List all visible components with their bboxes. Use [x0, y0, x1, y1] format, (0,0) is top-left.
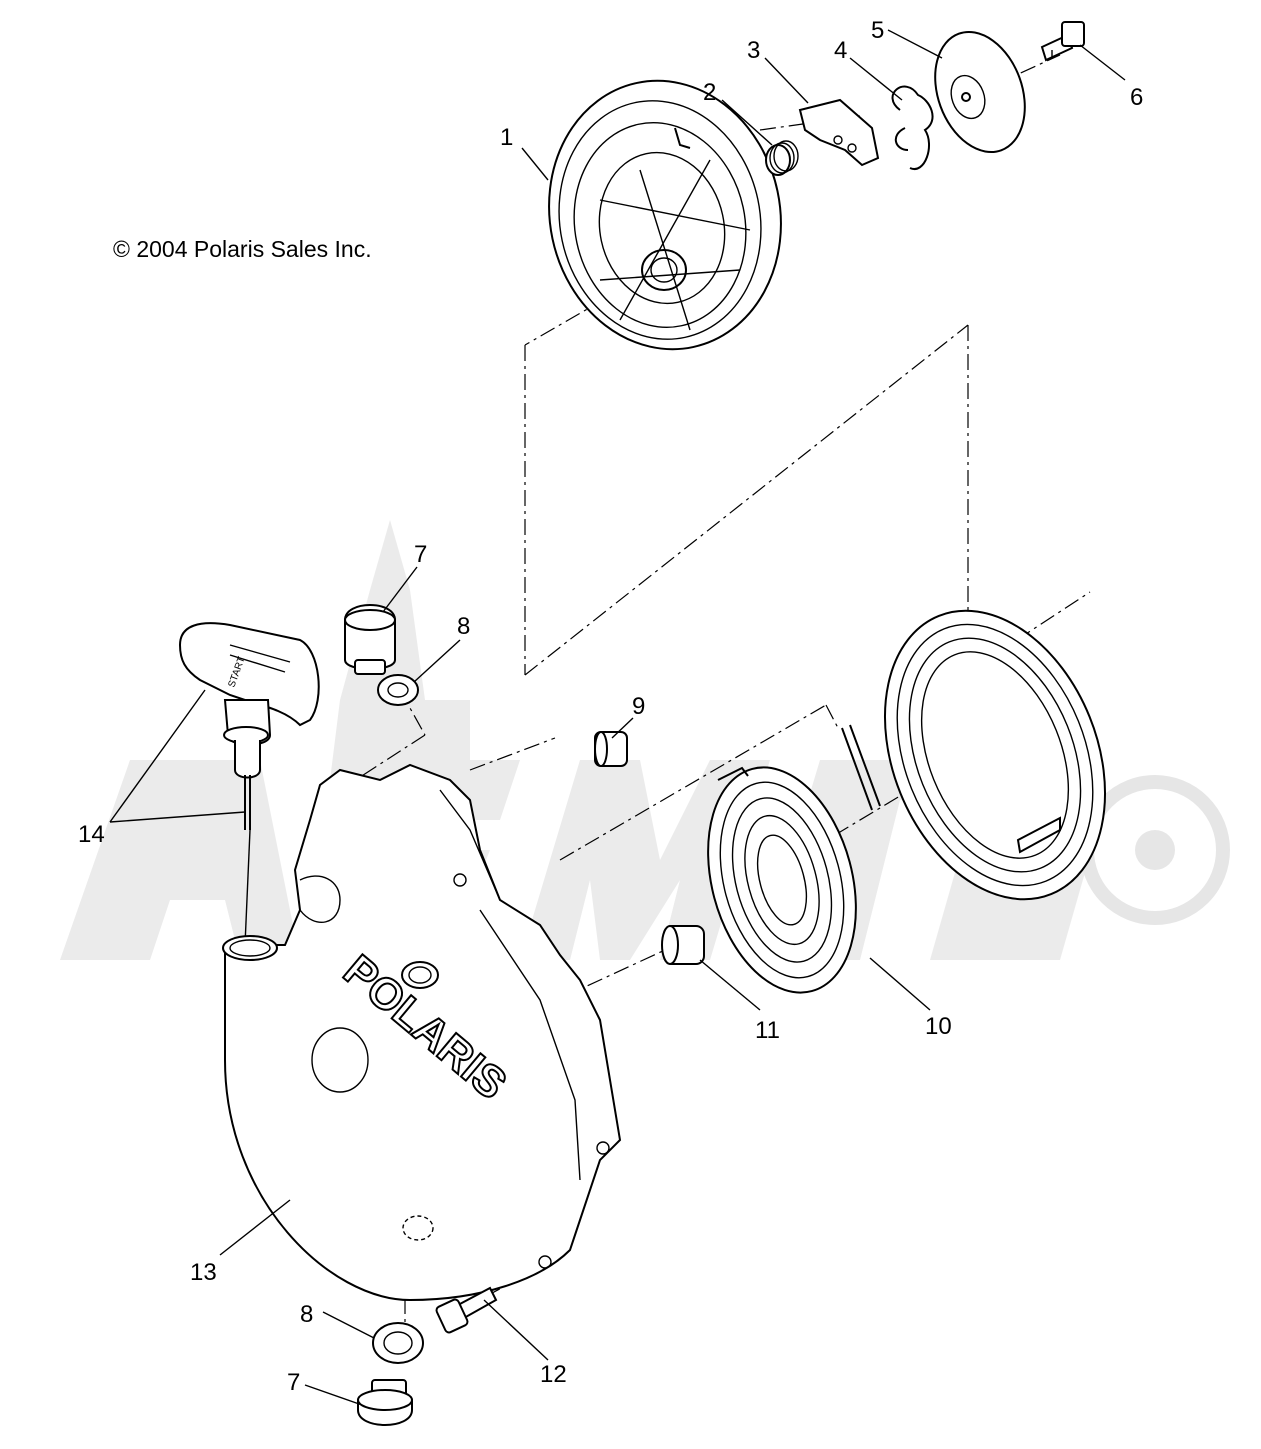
callout-2: 2 — [703, 79, 716, 106]
bolt — [1040, 21, 1085, 62]
washer-bottom — [372, 1322, 424, 1364]
callout-8-top: 8 — [457, 613, 470, 640]
callout-5: 5 — [871, 17, 884, 44]
leader-lines — [109, 29, 1126, 1406]
clip — [891, 85, 934, 171]
callout-13: 13 — [190, 1259, 217, 1286]
pulley — [548, 79, 782, 351]
callout-3: 3 — [747, 37, 760, 64]
bolt-12 — [435, 1286, 498, 1334]
callout-14: 14 — [78, 821, 105, 848]
callout-7-top: 7 — [414, 541, 427, 568]
callout-10: 10 — [925, 1013, 952, 1040]
callout-4: 4 — [834, 37, 847, 64]
washer-top — [377, 674, 419, 706]
callout-6: 6 — [1130, 84, 1143, 111]
bushing — [594, 731, 628, 767]
plug-top — [344, 604, 396, 675]
callout-12: 12 — [540, 1361, 567, 1388]
bushing-2 — [661, 925, 705, 965]
plug-bottom — [357, 1379, 413, 1426]
starter-handle: START — [178, 622, 320, 830]
plate — [934, 30, 1026, 154]
ratchet — [798, 98, 880, 167]
callout-11: 11 — [755, 1017, 780, 1044]
copyright-notice: © 2004 Polaris Sales Inc. — [113, 236, 372, 262]
starter-rope — [841, 609, 1107, 901]
callout-7-bottom: 7 — [287, 1369, 300, 1396]
callout-9: 9 — [632, 693, 645, 720]
callout-8-bottom: 8 — [300, 1301, 313, 1328]
callout-1: 1 — [500, 124, 513, 151]
recoil-spring — [707, 766, 857, 994]
housing: POLARIS — [222, 763, 622, 1302]
callouts: 1 2 3 4 5 6 7 8 9 10 11 12 13 14 8 7 — [78, 17, 1143, 1396]
spring — [765, 140, 799, 176]
